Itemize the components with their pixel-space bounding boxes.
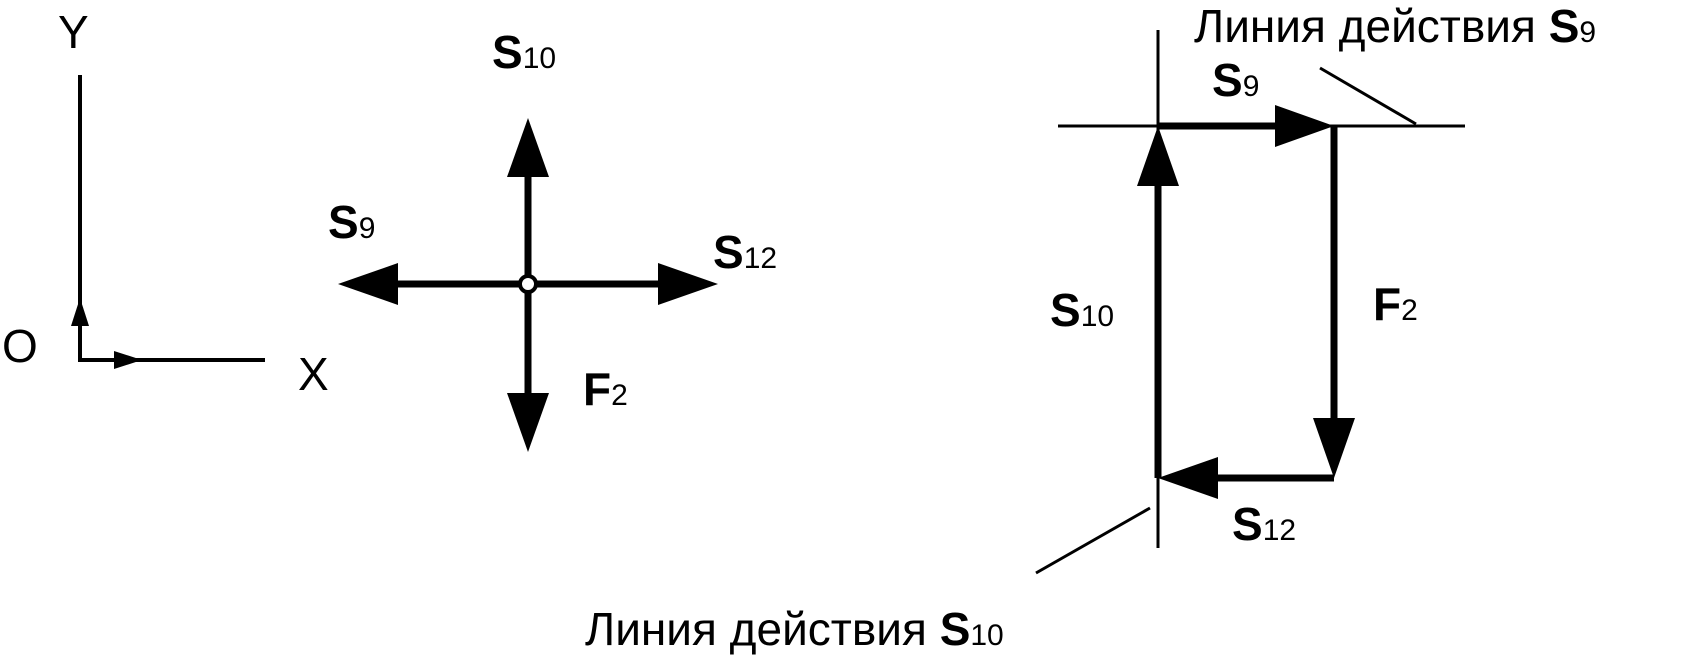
- fb-label-left: S9: [328, 196, 375, 248]
- force-polygon: S9 S10 F2 S12 Линия действия S9 Линия де…: [585, 0, 1596, 655]
- poly-label-f2: F2: [1373, 278, 1418, 330]
- fb-node: [518, 274, 538, 294]
- poly-arrow-s9-head: [1275, 105, 1334, 147]
- fb-arrow-up-head: [507, 118, 549, 177]
- poly-arrow-f2-head: [1313, 418, 1355, 478]
- x-axis-label: X: [298, 348, 329, 400]
- caption-s9-pointer: [1319, 66, 1417, 126]
- j-unit-arrowhead: [71, 298, 89, 326]
- fb-arrow-left-head: [338, 263, 398, 305]
- y-axis-label: Y: [58, 6, 89, 58]
- fb-label-up: S10: [492, 26, 556, 78]
- caption-s10-pointer: [1035, 506, 1151, 575]
- poly-arrow-s10-head: [1137, 126, 1179, 186]
- free-body-diagram: S10 S9 S12 F2: [328, 26, 777, 452]
- fb-arrow-right-head: [658, 263, 718, 305]
- coordinate-axes: Y X O: [2, 6, 329, 400]
- caption-s9: Линия действия S9: [1194, 0, 1596, 52]
- poly-label-s10: S10: [1050, 284, 1114, 336]
- fb-label-down: F2: [583, 363, 628, 415]
- caption-s10: Линия действия S10: [585, 603, 1004, 655]
- fb-arrow-down-head: [507, 393, 549, 452]
- poly-label-s9: S9: [1212, 54, 1259, 106]
- poly-label-s12: S12: [1232, 498, 1296, 550]
- poly-arrow-s12-head: [1158, 457, 1218, 499]
- i-unit-arrowhead: [114, 351, 142, 369]
- origin-label: O: [2, 320, 38, 372]
- fb-label-right: S12: [713, 226, 777, 278]
